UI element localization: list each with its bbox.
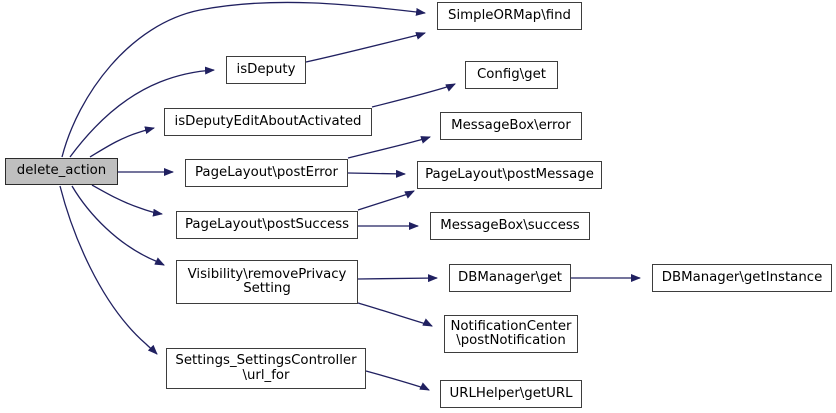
graph-node-pagelayout_postsuccess[interactable]: PageLayout\postSuccess bbox=[176, 211, 358, 239]
graph-node-isdeputyeditaboutactivated[interactable]: isDeputyEditAboutActivated bbox=[164, 108, 372, 136]
graph-node-delete_action[interactable]: delete_action bbox=[5, 158, 118, 185]
edge-group bbox=[59, 1, 641, 391]
graph-node-label: SimpleORMap\find bbox=[448, 7, 571, 23]
graph-edge bbox=[365, 370, 430, 391]
graph-node-pagelayout_posterror[interactable]: PageLayout\postError bbox=[185, 159, 348, 187]
graph-node-label: PageLayout\postError bbox=[195, 164, 338, 180]
graph-node-label: Settings_SettingsController \url_for bbox=[175, 353, 357, 383]
graph-node-isdeputy[interactable]: isDeputy bbox=[226, 56, 306, 84]
graph-edge bbox=[71, 185, 165, 266]
graph-node-label: DBManager\get bbox=[458, 269, 562, 285]
graph-edge bbox=[371, 83, 456, 108]
graph-edge bbox=[59, 185, 158, 355]
graph-node-label: MessageBox\success bbox=[440, 217, 580, 233]
graph-node-settings_settingscontroller_url_for[interactable]: Settings_SettingsController \url_for bbox=[166, 348, 366, 389]
graph-node-label: Visibility\removePrivacy Setting bbox=[187, 266, 347, 296]
graph-node-label: isDeputyEditAboutActivated bbox=[174, 113, 362, 129]
graph-node-config_get[interactable]: Config\get bbox=[465, 61, 558, 89]
graph-edge bbox=[347, 136, 431, 159]
graph-node-label: PageLayout\postMessage bbox=[425, 166, 594, 182]
graph-node-label: NotificationCenter \postNotification bbox=[450, 318, 572, 348]
graph-node-dbmanager_get[interactable]: DBManager\get bbox=[449, 264, 571, 292]
graph-node-notificationcenter_postnotification[interactable]: NotificationCenter \postNotification bbox=[444, 315, 578, 353]
graph-node-simpleormap_find[interactable]: SimpleORMap\find bbox=[437, 2, 582, 30]
graph-edge bbox=[357, 302, 433, 327]
graph-node-label: DBManager\getInstance bbox=[661, 269, 823, 285]
graph-edge bbox=[305, 32, 426, 63]
graph-node-visibility_removeprivacysetting[interactable]: Visibility\removePrivacy Setting bbox=[176, 260, 358, 304]
graph-node-pagelayout_postmessage[interactable]: PageLayout\postMessage bbox=[417, 161, 602, 189]
graph-node-urlhelper_geturl[interactable]: URLHelper\getURL bbox=[440, 380, 582, 408]
graph-edge bbox=[347, 169, 406, 178]
graph-node-label: Config\get bbox=[477, 66, 546, 82]
graph-edge bbox=[357, 274, 438, 283]
graph-edge bbox=[61, 1, 426, 158]
graph-edge bbox=[357, 190, 415, 211]
graph-node-messagebox_success[interactable]: MessageBox\success bbox=[430, 212, 590, 240]
graph-edge bbox=[91, 184, 163, 217]
graph-node-dbmanager_getinstance[interactable]: DBManager\getInstance bbox=[652, 264, 832, 292]
graph-node-label: delete_action bbox=[16, 163, 107, 179]
graph-node-label: URLHelper\getURL bbox=[449, 385, 573, 401]
graph-node-label: isDeputy bbox=[236, 61, 296, 77]
graph-node-label: MessageBox\error bbox=[451, 117, 571, 133]
graph-node-messagebox_error[interactable]: MessageBox\error bbox=[440, 112, 582, 140]
graph-edge bbox=[69, 66, 215, 158]
graph-edge bbox=[89, 126, 155, 158]
graph-node-label: PageLayout\postSuccess bbox=[184, 216, 350, 232]
